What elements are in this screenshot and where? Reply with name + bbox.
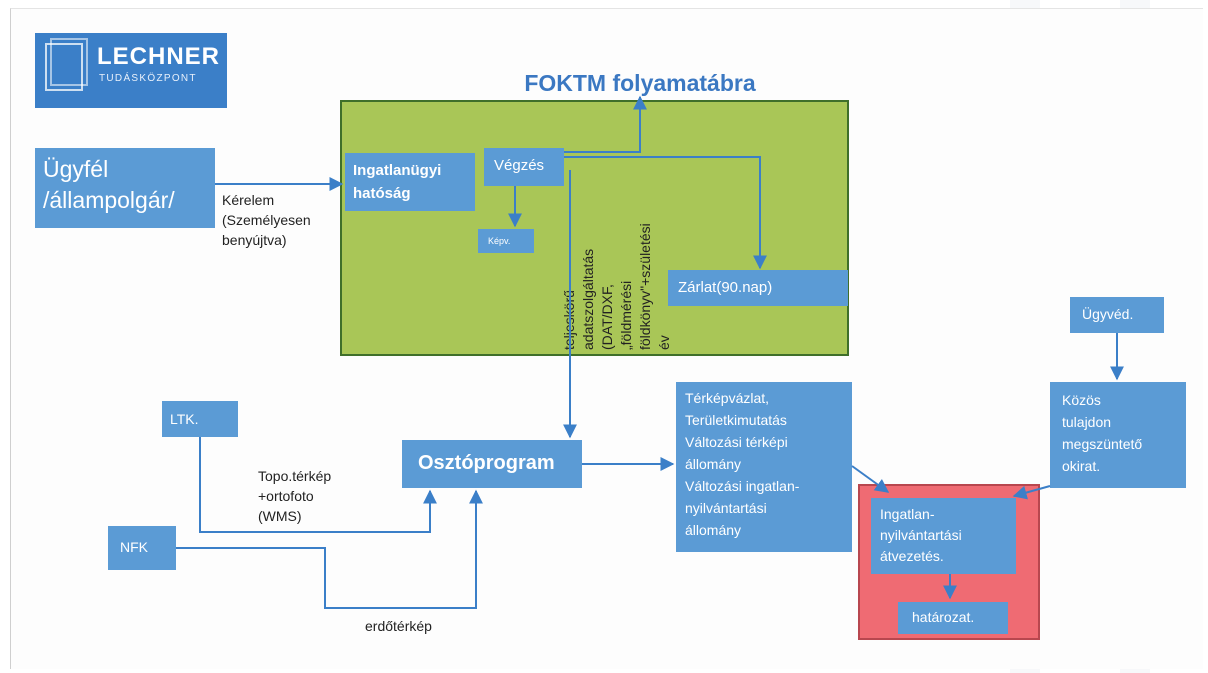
diagram-title: FOKTM folyamatábra — [524, 70, 756, 96]
node-osztoprogram-label: Osztóprogram — [418, 452, 555, 474]
node-ingatlanugyi-label: Ingatlanügyi hatóság — [353, 162, 442, 202]
node-kepv-label: Képv. — [488, 236, 511, 246]
node-zarlat: Zárlat(90.nap) — [668, 270, 848, 306]
node-hatarozat: határozat. — [898, 602, 1008, 634]
node-kepv: Képv. — [478, 229, 534, 253]
logo-frame-icon — [45, 43, 83, 91]
node-atvezetes: Ingatlan- nyilvántartási átvezetés. — [871, 498, 1016, 574]
logo-subtitle: TUDÁSKÖZPONT — [99, 73, 197, 84]
node-ugyfel: Ügyfél /állampolgár/ — [35, 148, 215, 228]
logo-frame-icon — [50, 38, 88, 86]
node-nfk-label: NFK — [120, 539, 148, 555]
node-ugyved: Ügyvéd. — [1070, 297, 1164, 333]
node-vegzes-label: Végzés — [494, 157, 545, 174]
label-topo: Topo.térkép +ortofoto (WMS) — [258, 468, 332, 524]
node-ltk-label: LTK. — [170, 411, 199, 427]
node-ingatlanugyi: Ingatlanügyi hatóság — [345, 153, 475, 211]
node-kozos-label: Közös tulajdon megszüntető okirat. — [1062, 392, 1143, 474]
logo-name: LECHNER — [97, 43, 221, 70]
node-osztoprogram: Osztóprogram — [402, 440, 582, 488]
label-erdo: erdőtérkép — [365, 618, 432, 634]
node-nfk: NFK — [108, 526, 176, 570]
node-ugyved-label: Ügyvéd. — [1082, 306, 1134, 322]
node-atvezetes-label: Ingatlan- nyilvántartási átvezetés. — [880, 506, 962, 564]
node-hatarozat-label: határozat. — [912, 609, 975, 625]
label-adatszolgaltatas: teljeskörű adatszolgáltatás (DAT/DXF, „f… — [561, 223, 672, 350]
label-kerelem: Kérelem (Személyesen benyújtva) — [222, 192, 311, 248]
node-kozos: Közös tulajdon megszüntető okirat. — [1050, 382, 1186, 488]
node-terkepvazlat-label: Térképvázlat, Területkimutatás Változási… — [685, 390, 800, 538]
node-zarlat-label: Zárlat(90.nap) — [678, 279, 773, 296]
node-terkepvazlat: Térképvázlat, Területkimutatás Változási… — [676, 382, 852, 552]
node-vegzes: Végzés — [484, 148, 564, 186]
lechner-logo: LECHNER TUDÁSKÖZPONT — [35, 33, 227, 108]
node-ugyfel-label: Ügyfél /állampolgár/ — [43, 156, 175, 213]
node-ltk: LTK. — [162, 401, 238, 437]
